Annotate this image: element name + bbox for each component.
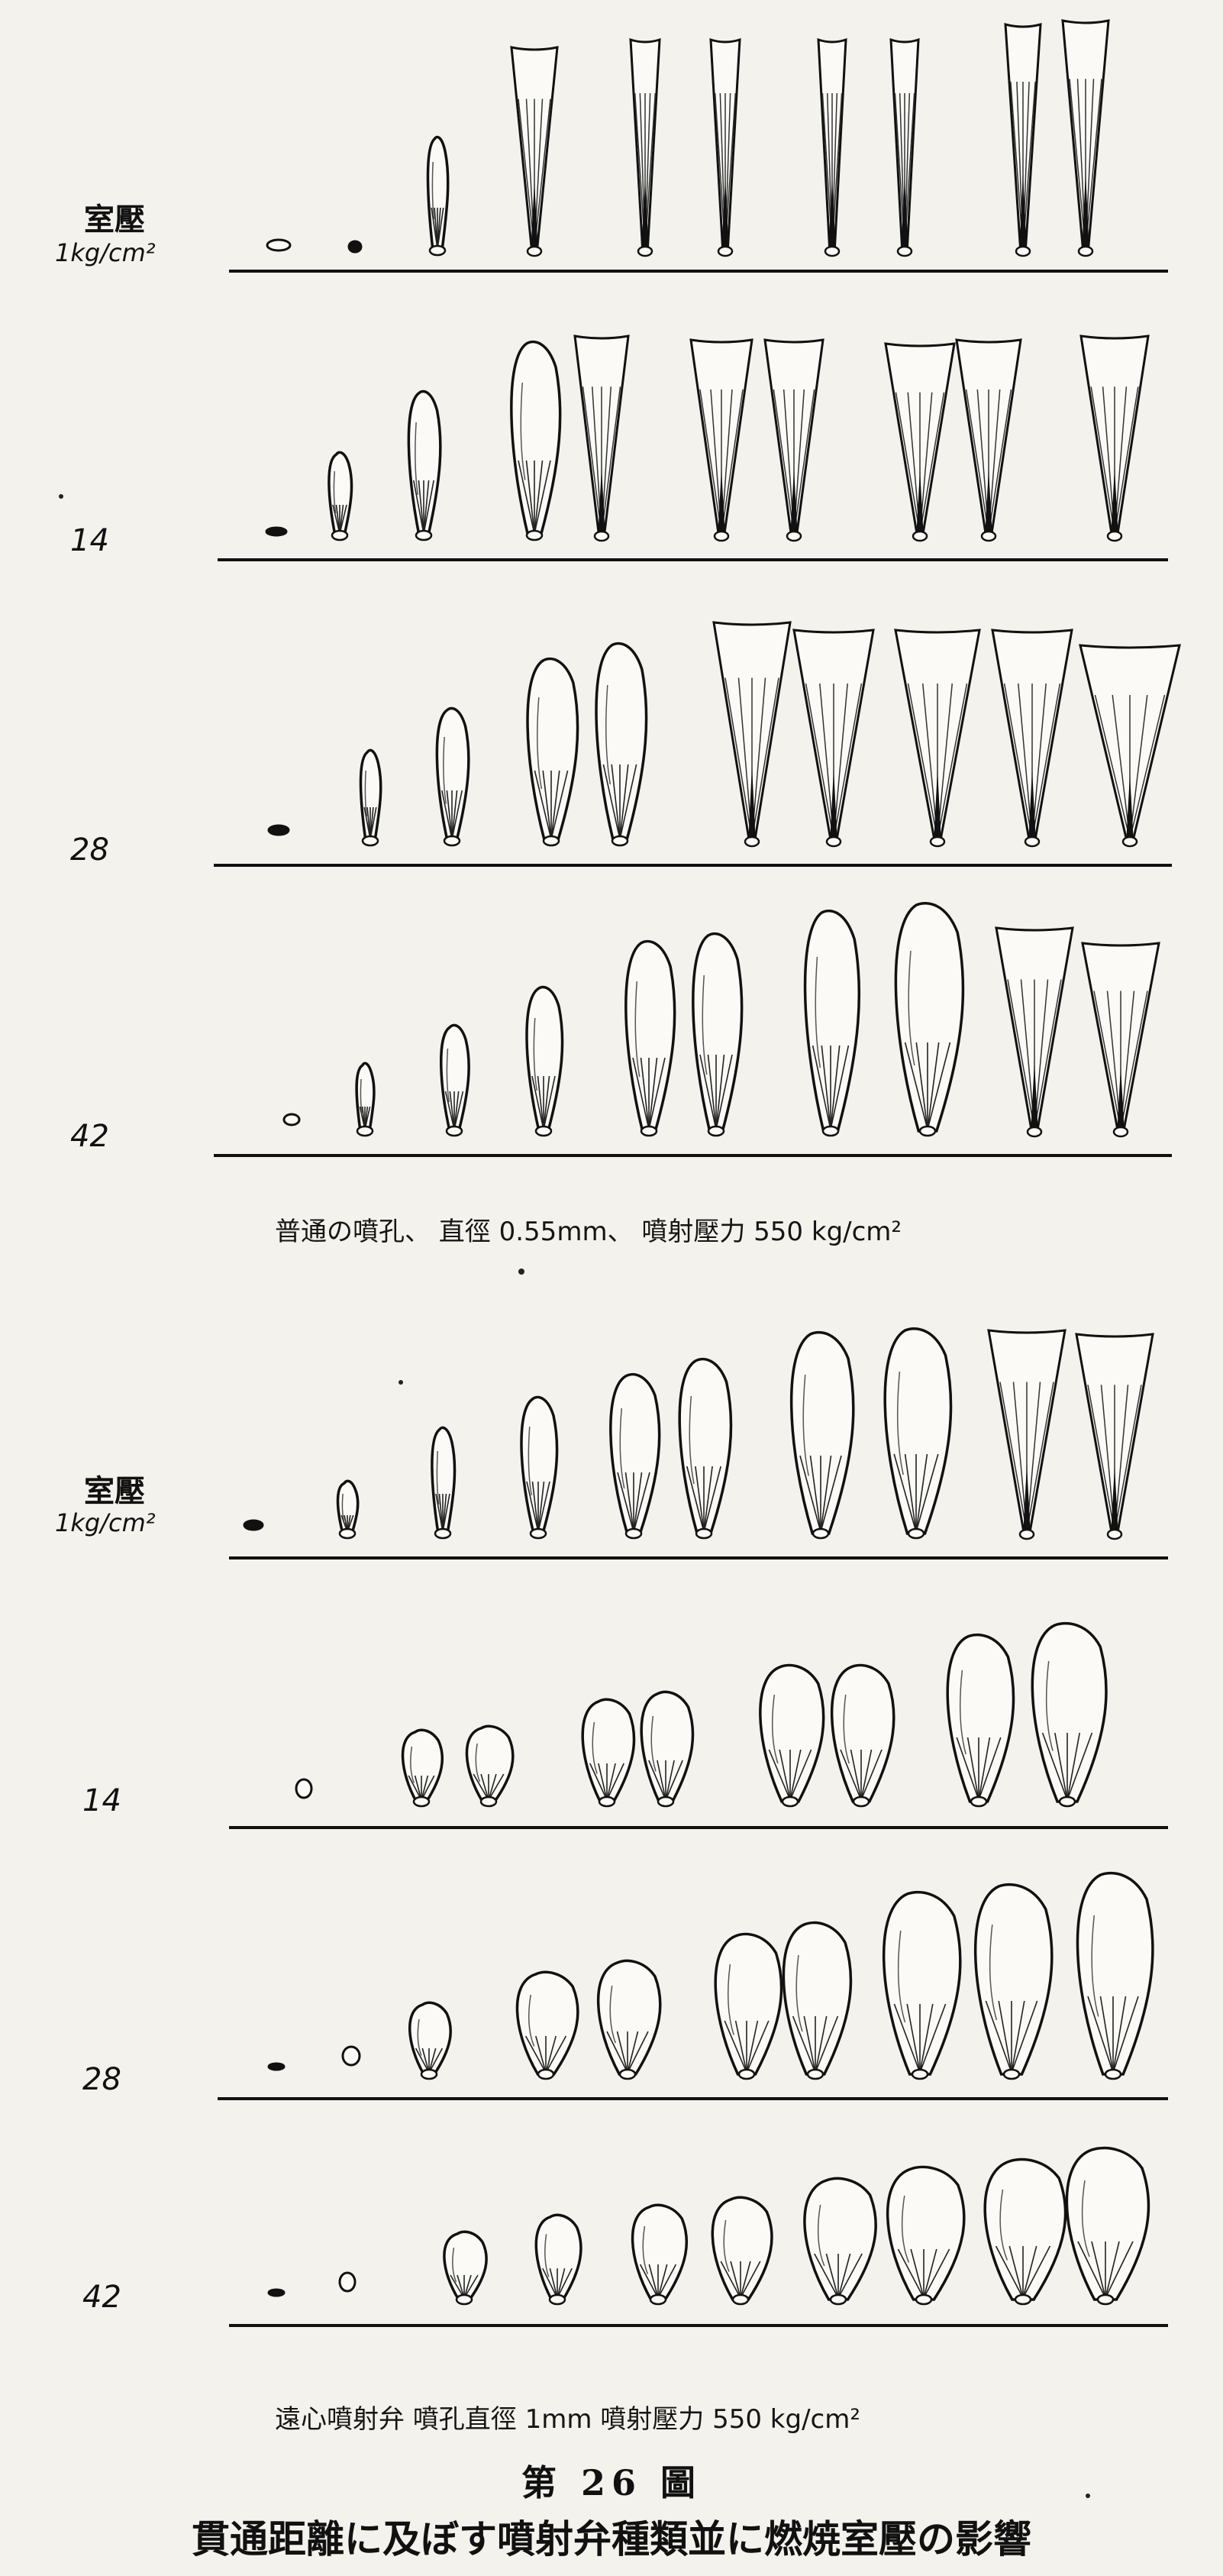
spray-a-r4-10 xyxy=(1083,943,1159,1136)
spray-b-r1-8 xyxy=(885,1329,950,1538)
spray-a-r3-8 xyxy=(895,630,979,846)
spray-b-r4-8 xyxy=(888,2167,964,2304)
spray-a-r4-8 xyxy=(895,903,963,1136)
spray-b-r3-7 xyxy=(783,1923,850,2079)
panel-b-row-3-label: 28 xyxy=(82,2062,121,2097)
spray-b-r4-3 xyxy=(444,2232,486,2304)
panel-b-row-2-label: 14 xyxy=(82,1783,121,1818)
scan-speck-2 xyxy=(518,1269,524,1275)
spray-b-r2-6 xyxy=(760,1666,824,1806)
spray-a-r1-6 xyxy=(711,40,740,256)
spray-b-r4-2 xyxy=(340,2273,355,2291)
spray-a-r2-8 xyxy=(886,344,954,541)
spray-b-r1-9 xyxy=(989,1330,1065,1539)
spray-a-r3-2 xyxy=(360,750,380,845)
spray-a-r1-4 xyxy=(511,47,557,256)
spray-b-r1-1 xyxy=(244,1521,263,1530)
spray-a-r2-7 xyxy=(765,340,823,541)
panel-a-row-1-label: 室壓 xyxy=(84,195,145,239)
spray-b-r2-4 xyxy=(582,1699,634,1806)
panel-b-row-1-label: 室壓 xyxy=(84,1466,145,1511)
spray-b-r3-9 xyxy=(976,1885,1052,2079)
spray-b-r3-1 xyxy=(269,2064,284,2070)
spray-b-r1-6 xyxy=(679,1359,731,1538)
spray-a-r2-10 xyxy=(1081,336,1148,541)
spray-a-r1-9 xyxy=(1005,24,1041,256)
scan-speck-1 xyxy=(59,494,63,499)
spray-a-r1-7 xyxy=(818,40,846,256)
panel-b-caption: 遠心噴射弁 噴孔直徑 1mm 噴射壓力 550 kg/cm² xyxy=(275,2398,860,2435)
spray-a-r1-2 xyxy=(349,241,361,252)
spray-a-r1-1 xyxy=(267,240,290,250)
spray-b-r1-3 xyxy=(432,1427,455,1538)
spray-a-r3-4 xyxy=(528,659,578,845)
spray-b-r4-6 xyxy=(712,2197,772,2304)
spray-a-r3-3 xyxy=(437,709,469,845)
spray-a-r4-5 xyxy=(626,942,675,1136)
panel-a-row-2-label: 14 xyxy=(70,523,109,558)
spray-a-r3-6 xyxy=(714,622,790,846)
spray-b-r3-10 xyxy=(1077,1873,1152,2079)
spray-b-r1-10 xyxy=(1076,1334,1153,1539)
spray-a-r4-3 xyxy=(441,1025,469,1136)
spray-b-r1-4 xyxy=(521,1398,557,1538)
spray-b-r4-9 xyxy=(985,2160,1065,2304)
spray-a-r4-1 xyxy=(284,1114,299,1125)
spray-a-r3-10 xyxy=(1080,645,1179,846)
spray-b-r2-9 xyxy=(1032,1624,1106,1806)
spray-a-r1-5 xyxy=(631,40,660,256)
spray-b-r2-8 xyxy=(947,1635,1013,1806)
spray-a-r3-9 xyxy=(992,630,1072,846)
spray-b-r2-3 xyxy=(466,1726,512,1806)
spray-b-r4-1 xyxy=(269,2290,284,2296)
panel-a-row-1-unit: 1kg/cm² xyxy=(55,238,156,267)
figure-number: 第 26 圖 xyxy=(0,2455,1223,2506)
spray-b-r4-7 xyxy=(805,2178,876,2304)
spray-a-r4-7 xyxy=(805,911,860,1136)
panel-b-row-4-label: 42 xyxy=(82,2280,121,2315)
spray-a-r2-5 xyxy=(575,336,628,541)
spray-b-r1-5 xyxy=(611,1375,660,1538)
spray-a-r1-3 xyxy=(428,137,447,255)
spray-a-r2-4 xyxy=(511,342,560,540)
spray-b-r4-4 xyxy=(536,2215,581,2304)
spray-a-r4-9 xyxy=(996,928,1073,1136)
spray-b-r3-5 xyxy=(599,1960,660,2079)
figure-title: 貫通距離に及ぼす噴射弁種類並に燃焼室壓の影響 xyxy=(0,2509,1223,2564)
panel-a-row-4-label: 42 xyxy=(70,1119,109,1154)
spray-a-r3-1 xyxy=(269,826,289,835)
spray-b-r3-4 xyxy=(517,1972,577,2079)
spray-b-r3-3 xyxy=(410,2002,451,2079)
spray-a-r2-1 xyxy=(266,528,286,535)
spray-b-r3-2 xyxy=(343,2047,360,2065)
spray-a-r3-5 xyxy=(596,644,647,845)
panel-a-caption: 普通の噴孔、 直徑 0.55mm、 噴射壓力 550 kg/cm² xyxy=(275,1210,902,1248)
spray-a-r2-6 xyxy=(691,340,752,541)
spray-b-r3-8 xyxy=(884,1892,960,2079)
spray-b-r2-1 xyxy=(296,1779,311,1798)
spray-a-r3-7 xyxy=(794,630,873,846)
spray-a-r2-3 xyxy=(408,392,440,540)
panel-b-row-1-unit: 1kg/cm² xyxy=(55,1508,156,1537)
spray-b-r1-7 xyxy=(792,1333,854,1538)
spray-b-r2-2 xyxy=(403,1730,443,1806)
spray-a-r2-9 xyxy=(957,340,1021,541)
panel-a-row-3-label: 28 xyxy=(70,832,109,868)
spray-b-r3-6 xyxy=(715,1934,781,2079)
spray-a-r2-2 xyxy=(329,452,352,540)
spray-a-r4-6 xyxy=(693,934,742,1136)
spray-a-r1-10 xyxy=(1063,21,1108,256)
spray-b-r2-5 xyxy=(641,1692,692,1806)
scan-speck-3 xyxy=(399,1380,403,1385)
spray-b-r1-2 xyxy=(337,1481,357,1538)
spray-a-r4-4 xyxy=(527,987,563,1136)
spray-b-r4-10 xyxy=(1066,2148,1148,2304)
spray-a-r4-2 xyxy=(357,1063,374,1136)
spray-b-r2-7 xyxy=(832,1666,894,1806)
spray-a-r1-8 xyxy=(891,40,918,256)
spray-b-r4-5 xyxy=(633,2205,687,2304)
